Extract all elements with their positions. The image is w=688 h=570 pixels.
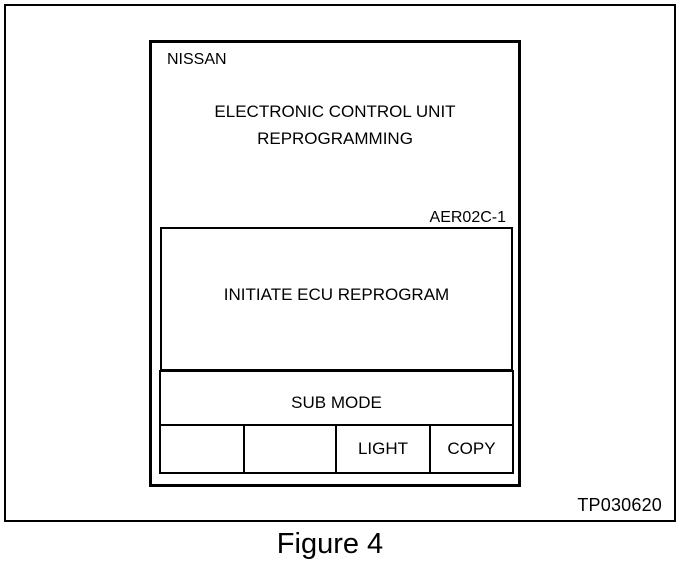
light-button[interactable]: LIGHT [337, 426, 431, 472]
initiate-ecu-reprogram-button[interactable]: INITIATE ECU REPROGRAM [160, 227, 513, 371]
figure-caption: Figure 4 [276, 528, 384, 560]
device-screen: NISSAN ELECTRONIC CONTROL UNIT REPROGRAM… [149, 40, 521, 487]
soft-key-2-button[interactable] [245, 426, 337, 472]
screen-code: AER02C-1 [429, 209, 506, 226]
screen-title-line-2: REPROGRAMMING [257, 129, 413, 148]
screen-title: ELECTRONIC CONTROL UNIT REPROGRAMMING [152, 98, 518, 152]
bottom-panel: SUB MODE LIGHT COPY [159, 370, 514, 474]
soft-key-1-button[interactable] [161, 426, 245, 472]
figure-id-code: TP030620 [577, 495, 662, 515]
figure-frame: NISSAN ELECTRONIC CONTROL UNIT REPROGRAM… [4, 4, 676, 522]
brand-label: NISSAN [167, 51, 227, 68]
screen-title-line-1: ELECTRONIC CONTROL UNIT [214, 102, 456, 121]
copy-button[interactable]: COPY [431, 426, 512, 472]
soft-key-row: LIGHT COPY [161, 426, 512, 472]
sub-mode-label: SUB MODE [161, 372, 512, 426]
